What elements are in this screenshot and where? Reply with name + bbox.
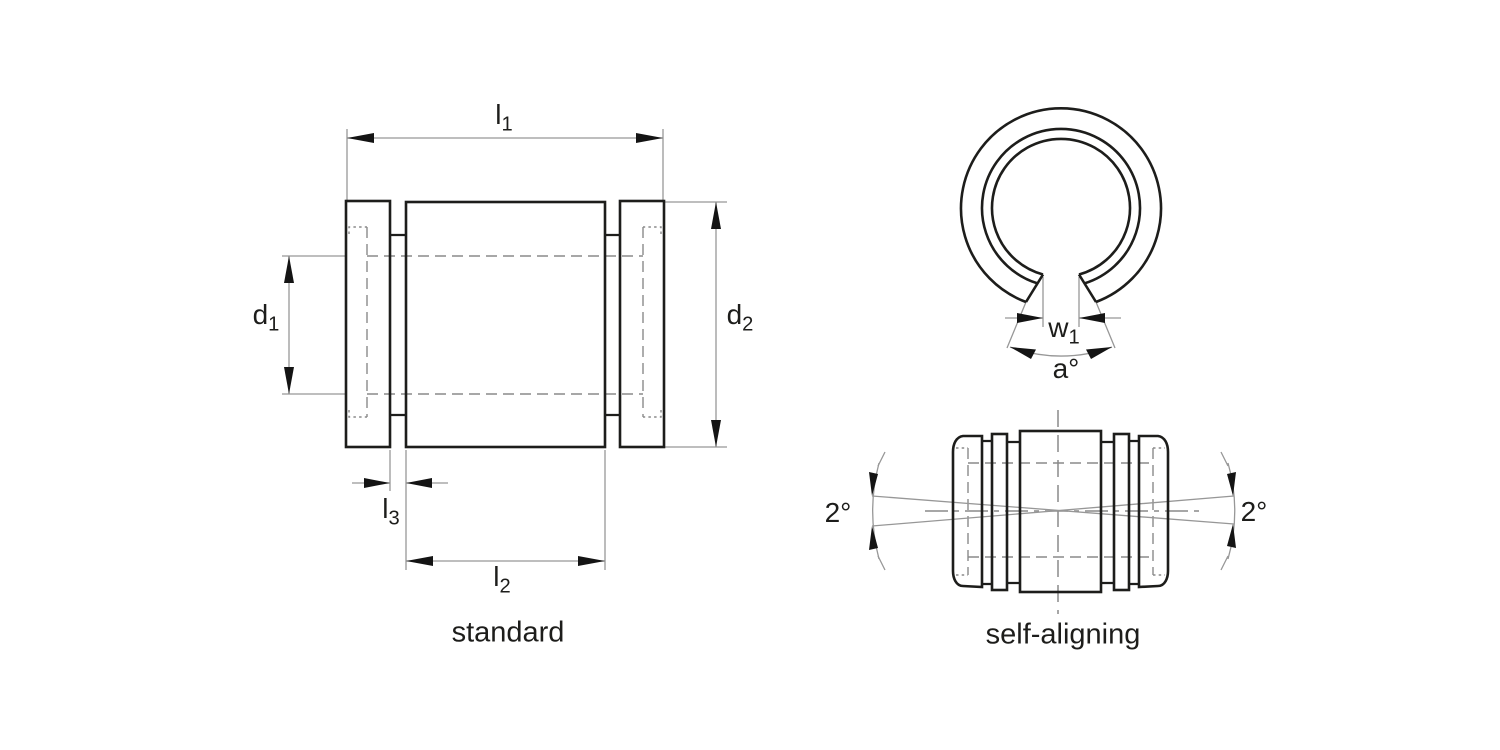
standard-body-outline [344,199,666,449]
left-angle-arrow-top-icon [869,472,878,496]
right-ring-band [1112,432,1131,592]
label-tilt-angle-right: 2° [1241,498,1268,526]
w1-sub: 1 [1068,326,1080,349]
ring-arrowheads [1010,313,1112,359]
d2-base: d [726,299,743,331]
label-l1: l1 [495,101,512,135]
ring-hidden-dots [956,447,1165,576]
d2-dimension-lines [664,201,727,448]
d2-sub: 2 [742,313,754,336]
bore-hidden-lines [348,226,662,418]
center-sleeve [404,200,607,449]
l3-arrow-left-icon [364,478,390,488]
left-crowned-ring [951,434,984,589]
bore-hidden-lines [968,462,1153,558]
l3-arrow-right-icon [406,478,432,488]
centerlines [925,410,1200,614]
ring-hidden-lines [967,448,1154,575]
ring-inner-circle [990,137,1132,276]
right-angle-arrow-bottom-icon [1227,524,1236,548]
w1-base: w [1048,312,1069,344]
l1-arrow-left-icon [347,133,374,143]
label-d2: d2 [727,301,754,335]
l3-sub: 3 [388,507,400,530]
a-arrow-right-icon [1086,347,1112,359]
slot-cut-edges [1024,273,1098,303]
d1-arrow-bottom-icon [284,367,294,394]
self-aligning-side-view [869,410,1236,614]
groove-neck-lines [982,439,1139,586]
d1-base: d [252,299,269,331]
ring-outer-circle [959,107,1163,304]
right-angle-arrow-top-icon [1227,472,1236,496]
standard-arrowheads [284,133,721,566]
tilt-angle-right-text: 2° [1240,496,1268,527]
l1-base: l [495,99,502,131]
d2-arrow-bottom-icon [711,420,721,447]
self-aligning-body-outline [951,429,1170,594]
tilt-angle-left-text: 2° [824,497,852,528]
slotted-ring-outline [959,107,1163,304]
l3-base: l [382,493,389,525]
arc-extension-stubs [877,451,1229,571]
tilted-axis-lines [871,495,1235,527]
label-w1: w1 [1048,314,1079,348]
l2-arrow-right-icon [578,556,605,566]
l1-sub: 1 [501,113,513,136]
center-sleeve [1018,429,1103,594]
right-seal-ring [618,199,666,449]
groove-neck-lines [390,233,620,417]
d1-sub: 1 [268,313,280,336]
l2-dimension-lines [405,450,606,570]
l1-arrow-right-icon [636,133,663,143]
label-l2: l2 [493,563,510,597]
slotted-ring-view [959,107,1163,359]
l2-arrow-left-icon [406,556,433,566]
l2-base: l [493,561,500,593]
tilt-angle-lines [871,451,1236,571]
l2-sub: 2 [499,575,511,598]
label-tilt-angle-left: 2° [825,499,852,527]
w1-arrow-right-icon [1079,313,1105,323]
standard-view-drawing [282,129,727,570]
label-d1: d1 [253,301,280,335]
ring-middle-circle [980,127,1142,285]
caption-self-aligning-text: self-aligning [985,618,1141,651]
left-angle-arc [872,462,880,560]
slot-angle-text: a° [1052,353,1080,384]
right-crowned-ring [1137,434,1170,589]
caption-self-aligning: self-aligning [985,618,1141,651]
tilt-arrowheads [869,472,1236,550]
caption-standard-text: standard [451,616,565,649]
label-slot-angle: a° [1053,355,1080,383]
caption-standard: standard [451,616,565,649]
left-seal-ring [344,199,392,449]
right-angle-arc [1227,462,1236,560]
left-ring-band [990,432,1009,592]
d1-arrow-top-icon [284,256,294,283]
d2-arrow-top-icon [711,202,721,229]
l1-dimension-lines [346,129,664,201]
w1-arrow-left-icon [1017,313,1043,323]
left-angle-arrow-bottom-icon [869,526,878,550]
a-arrow-left-icon [1010,347,1036,359]
label-l3: l3 [382,495,399,529]
